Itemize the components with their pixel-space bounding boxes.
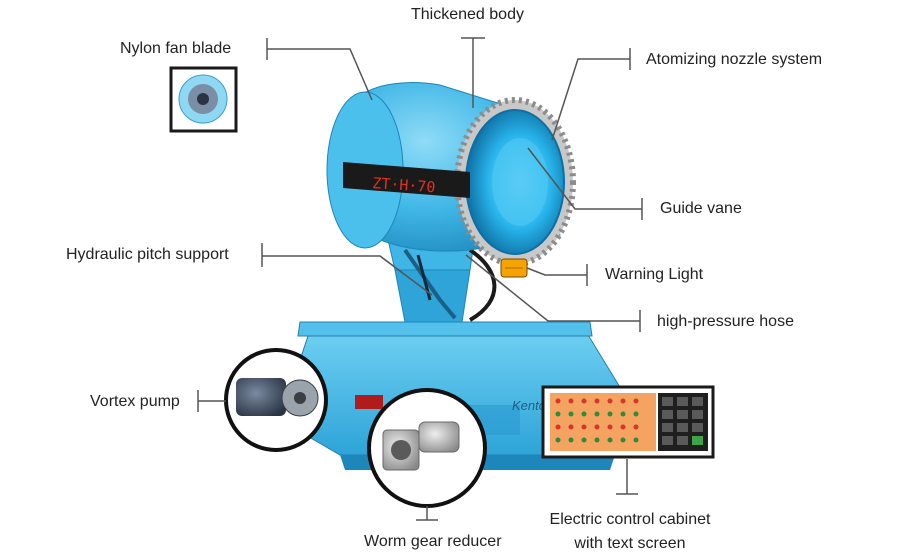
panel-key bbox=[677, 423, 688, 432]
label-nylon-fan-blade: Nylon fan blade bbox=[120, 40, 232, 57]
panel-key bbox=[662, 436, 673, 445]
panel-indicator-dot bbox=[620, 437, 626, 443]
panel-indicator-dot bbox=[633, 437, 639, 443]
label-guide-vane: Guide vane bbox=[660, 200, 742, 217]
panel-indicator-dot bbox=[594, 437, 600, 443]
panel-indicator-dot bbox=[594, 398, 600, 404]
high-pressure-hose-shape bbox=[468, 248, 497, 322]
panel-indicator-dot bbox=[581, 424, 587, 430]
panel-indicator-dot bbox=[555, 398, 561, 404]
panel-indicator-dot bbox=[607, 398, 613, 404]
label-thickened-body: Thickened body bbox=[411, 6, 524, 23]
panel-indicator-dot bbox=[620, 424, 626, 430]
label-electric-control-cabinet-line2: with text screen bbox=[574, 535, 686, 552]
led-display-text: ZT·H·70 bbox=[372, 174, 436, 196]
panel-indicator-dot bbox=[633, 424, 639, 430]
panel-key bbox=[677, 436, 688, 445]
panel-indicator-dot bbox=[594, 411, 600, 417]
vortex-pump-inset bbox=[224, 348, 328, 452]
fan-blade-inset bbox=[169, 66, 238, 133]
panel-indicator-dot bbox=[555, 411, 561, 417]
panel-key bbox=[692, 423, 703, 432]
panel-indicator-dot bbox=[568, 398, 574, 404]
front-ring bbox=[454, 97, 576, 267]
label-vortex-pump: Vortex pump bbox=[90, 393, 180, 410]
worm-gear-inset bbox=[367, 388, 487, 508]
panel-key bbox=[692, 397, 703, 406]
panel-indicator-dot bbox=[568, 411, 574, 417]
panel-key bbox=[662, 423, 673, 432]
panel-key bbox=[692, 436, 703, 445]
control-panel-inset bbox=[541, 385, 715, 459]
panel-indicator-dot bbox=[568, 424, 574, 430]
label-atomizing-nozzle-system: Atomizing nozzle system bbox=[646, 51, 823, 68]
label-warning-light: Warning Light bbox=[605, 266, 704, 283]
panel-indicator-dot bbox=[620, 398, 626, 404]
panel-indicator-dot bbox=[568, 437, 574, 443]
panel-indicator-dot bbox=[581, 398, 587, 404]
panel-indicator-dot bbox=[581, 437, 587, 443]
panel-indicator-dot bbox=[633, 411, 639, 417]
panel-indicator-dot bbox=[633, 398, 639, 404]
label-electric-control-cabinet-line1: Electric control cabinet bbox=[549, 511, 711, 528]
panel-key bbox=[677, 397, 688, 406]
panel-indicator-dot bbox=[581, 411, 587, 417]
led-display: ZT·H·70 bbox=[343, 162, 470, 198]
panel-indicator-dot bbox=[594, 424, 600, 430]
panel-indicator-dot bbox=[620, 411, 626, 417]
panel-indicator-dot bbox=[607, 437, 613, 443]
panel-indicator-dot bbox=[555, 424, 561, 430]
panel-key bbox=[692, 410, 703, 419]
warning-light bbox=[500, 258, 528, 278]
label-worm-gear-reducer: Worm gear reducer bbox=[364, 533, 502, 550]
panel-indicator-dot bbox=[555, 437, 561, 443]
label-high-pressure-hose: high-pressure hose bbox=[657, 313, 794, 330]
panel-indicator-dot bbox=[607, 411, 613, 417]
panel-key bbox=[662, 397, 673, 406]
panel-key bbox=[662, 410, 673, 419]
panel-indicator-dot bbox=[607, 424, 613, 430]
label-hydraulic-pitch-support: Hydraulic pitch support bbox=[66, 246, 229, 263]
leader-lines bbox=[197, 37, 643, 521]
panel-key bbox=[677, 410, 688, 419]
